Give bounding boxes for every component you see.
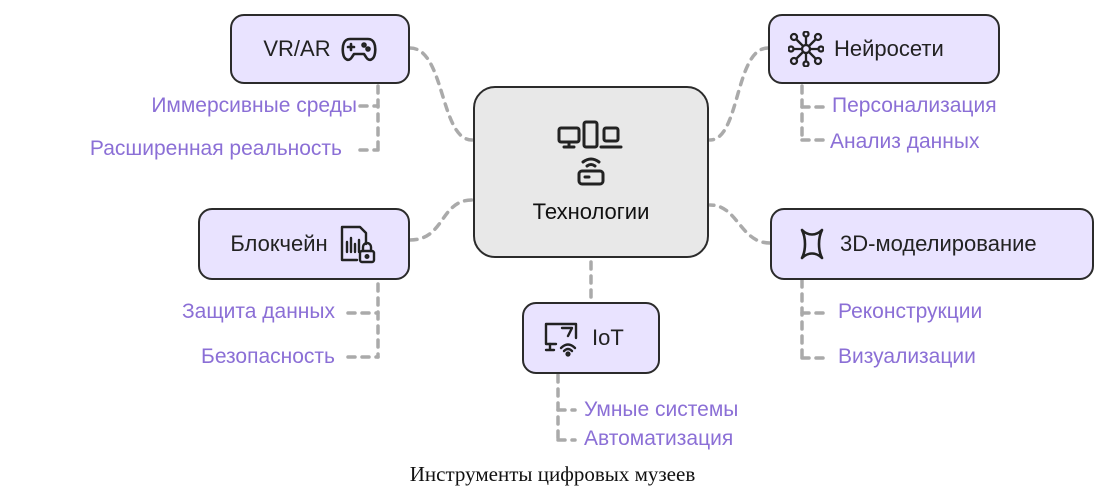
node-3d-modeling: 3D-моделирование — [770, 208, 1094, 280]
node-neural-networks: Нейросети — [768, 14, 1000, 84]
node-vr-ar: VR/AR — [230, 14, 410, 84]
leaf-personalization: Персонализация — [832, 94, 997, 117]
leaf-visualizations: Визуализации — [838, 345, 976, 368]
node-blockchain: Блокчейн — [198, 208, 410, 280]
node-blockchain-label: Блокчейн — [230, 231, 328, 256]
leaf-immersive-environments: Иммерсивные среды — [151, 94, 357, 117]
leaf-automation: Автоматизация — [584, 427, 734, 450]
leaf-security: Безопасность — [201, 345, 335, 368]
figure-caption: Инструменты цифровых музеев — [409, 462, 696, 486]
secure-document-icon — [338, 224, 378, 264]
center-node: Технологии — [473, 86, 709, 258]
devices-router-icon — [556, 119, 626, 189]
node-iot-label: IoT — [592, 325, 624, 350]
leaf-smart-systems: Умные системы — [584, 398, 739, 421]
iot-device-icon — [542, 318, 582, 358]
leaf-extended-reality: Расширенная реальность — [89, 137, 342, 160]
leaf-data-analysis: Анализ данных — [830, 130, 980, 153]
center-label: Технологии — [532, 199, 650, 224]
node-iot: IoT — [522, 302, 660, 374]
node-vr-ar-label: VR/AR — [263, 36, 331, 61]
gamepad-icon — [341, 31, 377, 67]
node-neural-networks-label: Нейросети — [834, 36, 944, 61]
node-3d-modeling-label: 3D-моделирование — [840, 231, 1037, 256]
leaf-reconstructions: Реконструкции — [838, 300, 983, 323]
leaf-data-protection: Защита данных — [182, 300, 335, 323]
3d-shape-icon — [794, 226, 830, 262]
neural-network-icon — [788, 31, 824, 67]
